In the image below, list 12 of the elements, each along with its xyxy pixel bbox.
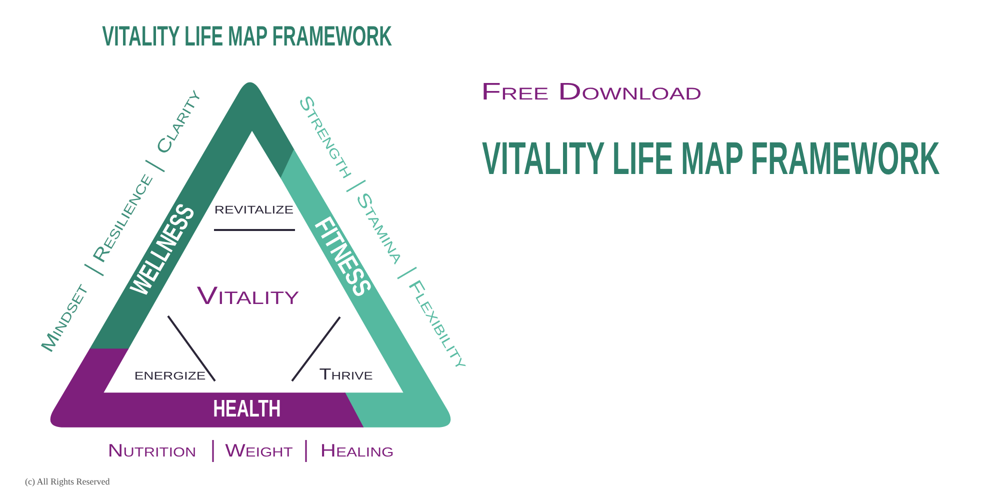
diagram-title: VITALITY LIFE MAP FRAMEWORK: [102, 21, 392, 51]
side-caption: Healing: [320, 442, 394, 460]
copyright-notice: (c) All Rights Reserved: [25, 477, 110, 487]
center-label: Vitality: [196, 282, 300, 310]
inner-label: revitalize: [214, 202, 294, 218]
inner-label: energize: [134, 368, 206, 384]
side-caption: Weight: [225, 442, 293, 460]
subheading: Free Download: [481, 79, 702, 105]
band-label: HEALTH: [213, 396, 281, 422]
side-caption: Nutrition: [108, 442, 196, 460]
inner-label: Thrive: [319, 368, 373, 384]
heading: VITALITY LIFE MAP FRAMEWORK: [482, 134, 940, 182]
